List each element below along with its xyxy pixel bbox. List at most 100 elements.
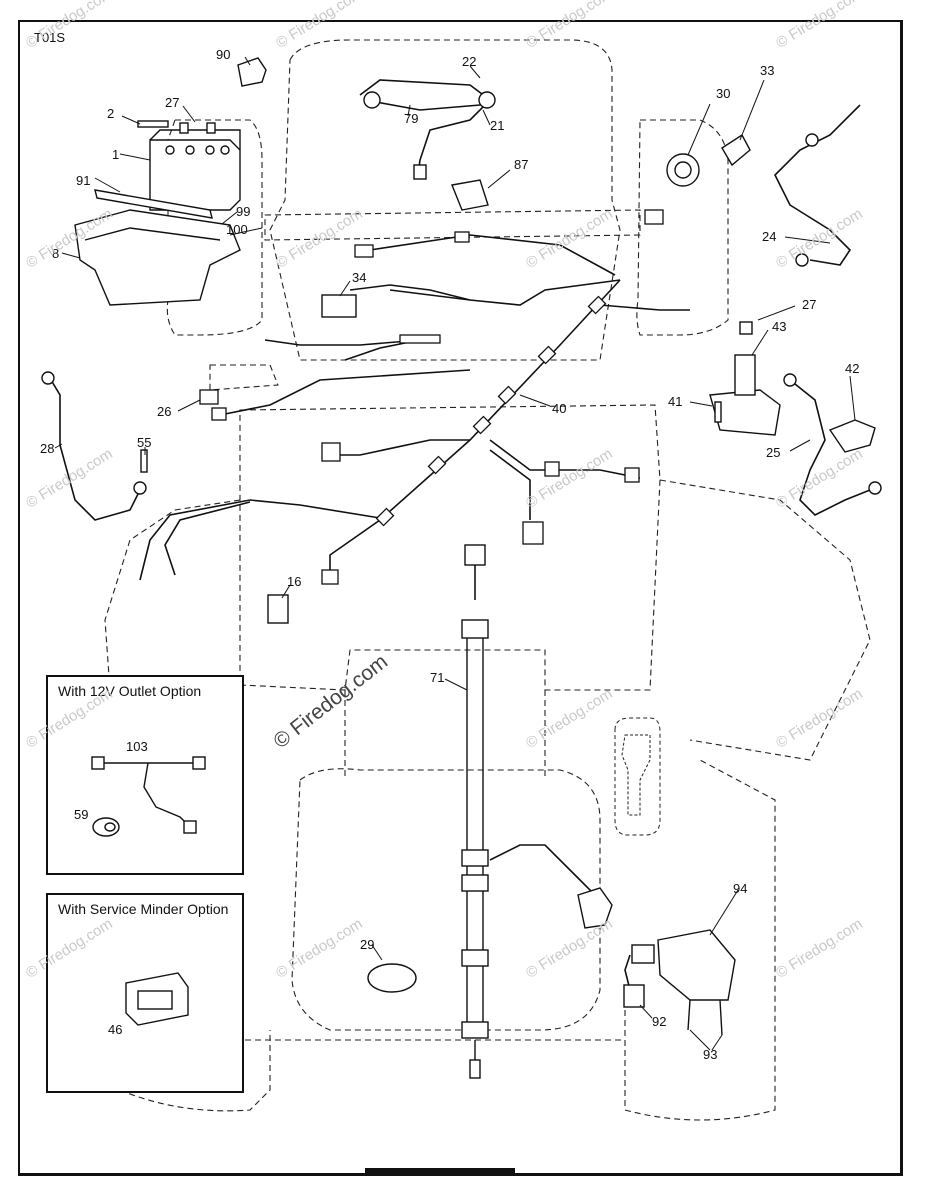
part-16 [267, 594, 289, 624]
callout-28: 28 [40, 441, 55, 456]
headlight-wiring2 [364, 99, 491, 111]
part-90 [237, 57, 267, 87]
seat-harness-branch [489, 844, 601, 901]
rear-right-outline [624, 759, 776, 1121]
connector-71-bottom [469, 1059, 481, 1079]
inset-service-minder-title: With Service Minder Option [58, 901, 229, 917]
connector [321, 442, 341, 462]
harness-71-clip [461, 874, 489, 892]
callout-1: 1 [112, 147, 120, 162]
callout-90: 90 [216, 47, 231, 62]
harness-branch-dash [264, 339, 421, 346]
harness-branch-headlight [369, 234, 616, 276]
harness-branch-seat [599, 304, 690, 311]
right-area-outline [636, 119, 729, 336]
callout-92: 92 [652, 1014, 667, 1029]
callout-99: 99 [236, 204, 251, 219]
connector-92 [623, 984, 645, 1008]
harness-clip [544, 461, 560, 477]
headlight-wiring [359, 79, 492, 176]
callout-93: 93 [703, 1047, 718, 1062]
dash-outline [264, 209, 641, 241]
switch-34 [321, 294, 357, 318]
dash-cutout [209, 364, 279, 391]
part-29 [367, 963, 417, 993]
callout-40: 40 [552, 401, 567, 416]
inset-12v-outlet: With 12V Outlet Option [46, 675, 244, 875]
callout-27: 27 [165, 95, 180, 110]
callout-94: 94 [733, 881, 748, 896]
harness-clip [537, 345, 557, 365]
callout-34: 34 [352, 270, 367, 285]
cable-lug [41, 371, 55, 385]
harness-71-clip [461, 619, 489, 639]
harness-71-clip [461, 949, 489, 967]
frame-outline [239, 404, 661, 691]
connector-26b [211, 407, 227, 421]
connector [321, 569, 339, 585]
battery-terminal [165, 145, 175, 155]
harness-clip [497, 385, 517, 405]
harness-branch-front [389, 279, 621, 306]
right-fender-outline [659, 479, 871, 761]
harness-clip [587, 295, 607, 315]
harness-branch-26 [219, 369, 471, 416]
ground-cable-25 [789, 379, 871, 516]
callout-8: 8 [52, 246, 60, 261]
harness-branch-right [489, 439, 641, 479]
harness-branch-ground2 [164, 501, 251, 576]
battery-post [179, 122, 189, 134]
headlight-bulb [363, 91, 381, 109]
battery-cable-28 [47, 374, 141, 521]
connector [644, 209, 664, 225]
harness-branch-left [335, 439, 470, 456]
harness-71-clip [461, 1021, 489, 1039]
connector [454, 231, 470, 243]
callout-41: 41 [668, 394, 683, 409]
callout-16: 16 [287, 574, 302, 589]
battery-area-outline [166, 119, 263, 336]
seat-switch [577, 887, 613, 929]
callout-59: 59 [74, 807, 89, 822]
hood-outline [269, 39, 621, 361]
shift-slot [621, 734, 651, 816]
hold-down-91 [94, 189, 213, 219]
bolt-2 [137, 120, 169, 128]
inset-service-minder: With Service Minder Option [46, 893, 244, 1093]
callout-103: 103 [126, 739, 148, 754]
callout-79: 79 [404, 111, 419, 126]
callout-29: 29 [360, 937, 375, 952]
callout-30: 30 [716, 86, 731, 101]
harness-clip [427, 455, 447, 475]
callout-55: 55 [137, 435, 152, 450]
harness-branch-ground [139, 499, 381, 581]
callout-22: 22 [462, 54, 477, 69]
boot-42 [828, 419, 876, 453]
harness-branch-down [489, 449, 531, 520]
callout-26: 26 [157, 404, 172, 419]
solenoid-body [734, 354, 756, 396]
connector-71-top [464, 544, 486, 566]
bottom-bar [365, 1168, 515, 1176]
callout-100: 100 [226, 222, 248, 237]
callout-2: 2 [107, 106, 115, 121]
part-94 [657, 929, 736, 1001]
harness-branch-34 [349, 284, 471, 301]
battery-1 [149, 139, 241, 211]
bolt-41 [714, 401, 722, 423]
shift-gate [614, 717, 661, 836]
callout-43: 43 [772, 319, 787, 334]
harness-clip [375, 507, 395, 527]
seat-outline [291, 768, 601, 1031]
battery-cable-24 [774, 104, 861, 266]
part-33 [721, 133, 751, 167]
callout-91: 91 [76, 173, 91, 188]
service-minder-drawing [125, 972, 189, 1026]
headlight-bulb [478, 91, 496, 109]
rear-left-outline [119, 990, 271, 1112]
relay-87 [451, 179, 489, 211]
battery-tray-8 [74, 209, 241, 306]
battery-post [206, 122, 216, 134]
callout-21: 21 [490, 118, 505, 133]
